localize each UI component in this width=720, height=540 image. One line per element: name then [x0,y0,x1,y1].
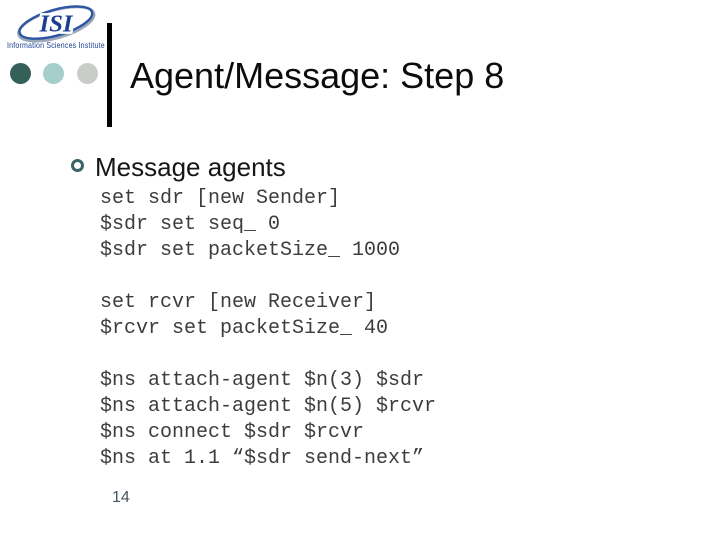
code-block-sender: set sdr [new Sender] $sdr set seq_ 0 $sd… [100,186,436,264]
code-line: set sdr [new Sender] [100,187,341,210]
code-block-receiver: set rcvr [new Receiver] $rcvr set packet… [100,290,436,342]
logo-text: ISI [38,11,73,38]
code-line: $ns attach-agent $n(3) $sdr [100,369,425,392]
logo-text-outline: ISI [38,11,73,38]
bullet-item: Message agents [71,150,286,184]
logo-dots [10,63,106,84]
code-line: $ns at 1.1 “$sdr send-next” [100,447,425,470]
isi-logo-icon: ISI ISI [17,5,96,43]
dot-dark-teal-icon [10,63,31,84]
title-divider [107,23,112,127]
code-line: $sdr set seq_ 0 [100,213,281,236]
code-line: $sdr set packetSize_ 1000 [100,239,401,262]
dot-light-teal-icon [43,63,65,84]
code-block-attach: $ns attach-agent $n(3) $sdr $ns attach-a… [100,368,436,472]
page-title: Agent/Message: Step 8 [130,55,505,96]
code-line: $ns attach-agent $n(5) $rcvr [100,395,437,418]
code-line: $rcvr set packetSize_ 40 [100,317,389,340]
dot-gray-icon [76,63,98,84]
bullet-ring-icon [71,159,84,172]
code-line: set rcvr [new Receiver] [100,291,377,314]
code-listing: set sdr [new Sender] $sdr set seq_ 0 $sd… [100,186,436,498]
bullet-label: Message agents [95,152,286,182]
code-line: $ns connect $sdr $rcvr [100,421,365,444]
logo-subtitle: Information Sciences Institute [7,42,105,51]
page-number: 14 [112,489,130,506]
